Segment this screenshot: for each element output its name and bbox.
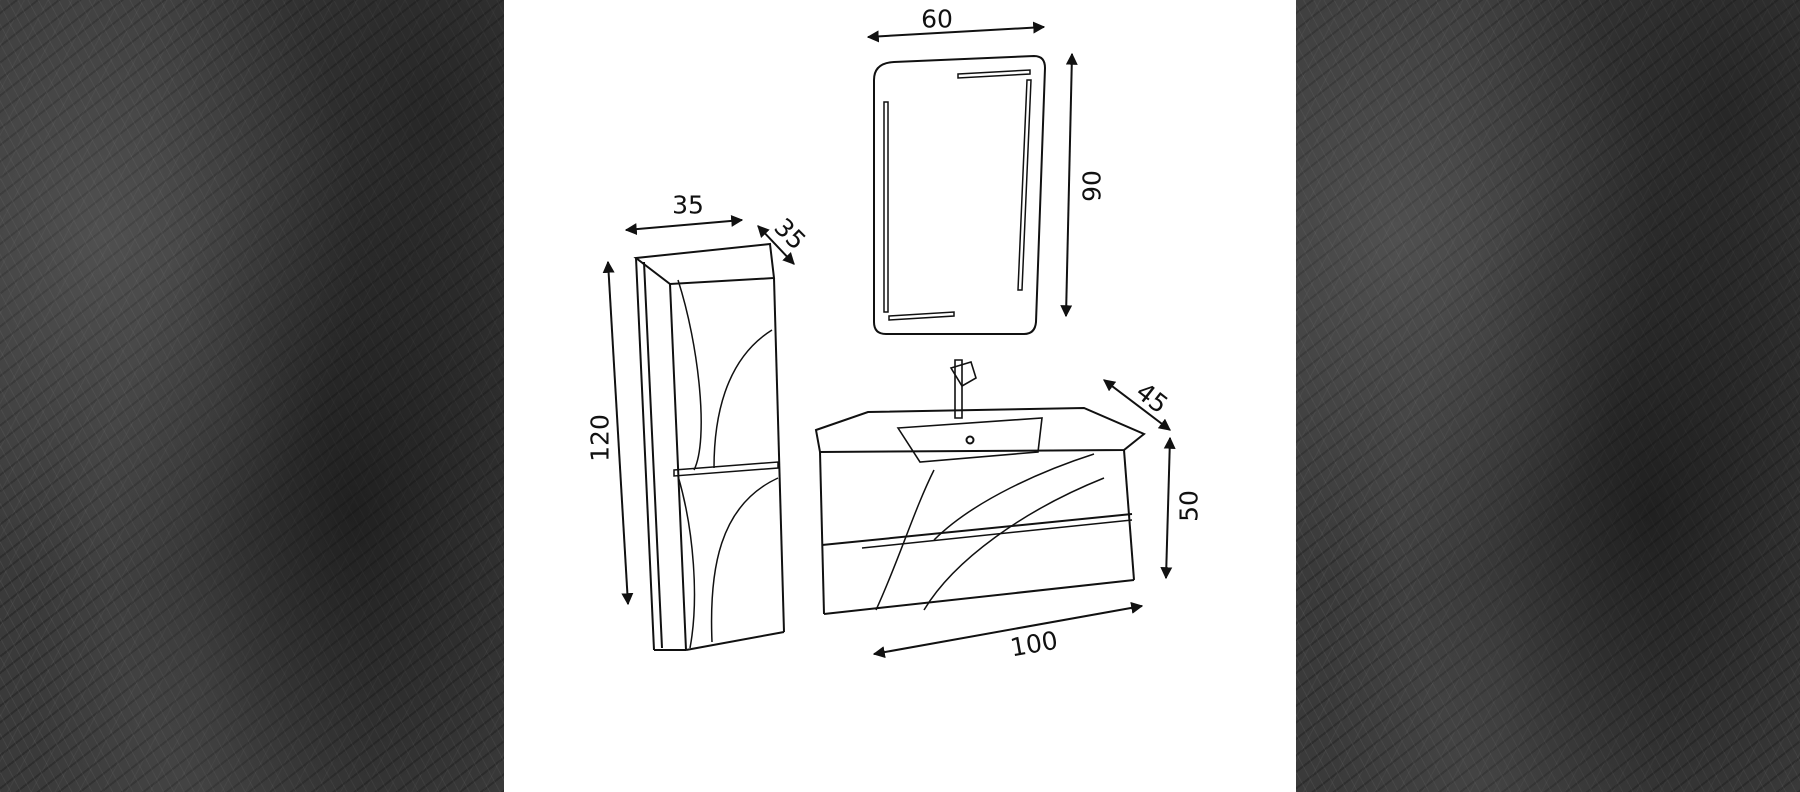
mirror bbox=[873, 54, 1047, 335]
vanity-width-label: 100 bbox=[1008, 626, 1060, 663]
dimension-drawing: 60 90 35 35 120 45 50 100 bbox=[504, 0, 1296, 792]
cabinet-width-label: 35 bbox=[672, 191, 704, 220]
vanity-width-arrow bbox=[872, 601, 1144, 659]
cabinet-depth-arrow bbox=[757, 225, 795, 265]
cabinet-height-arrow bbox=[602, 260, 634, 606]
dimension-arrows bbox=[602, 21, 1176, 659]
marble-background-left bbox=[0, 0, 504, 792]
vanity-unit bbox=[814, 359, 1146, 615]
mirror-height-label: 90 bbox=[1078, 170, 1107, 202]
mirror-width-arrow bbox=[866, 21, 1046, 43]
vanity-height-arrow bbox=[1160, 436, 1176, 580]
mirror-width-label: 60 bbox=[921, 5, 953, 34]
marble-background-right bbox=[1296, 0, 1800, 792]
tall-cabinet bbox=[633, 242, 785, 651]
vanity-height-label: 50 bbox=[1175, 490, 1204, 522]
cabinet-height-label: 120 bbox=[586, 414, 615, 462]
vanity-depth-arrow bbox=[1103, 379, 1171, 431]
vanity-depth-label: 45 bbox=[1131, 377, 1174, 419]
cabinet-width-arrow bbox=[624, 214, 744, 236]
cabinet-depth-label: 35 bbox=[768, 212, 811, 255]
mirror-height-arrow bbox=[1060, 52, 1078, 318]
